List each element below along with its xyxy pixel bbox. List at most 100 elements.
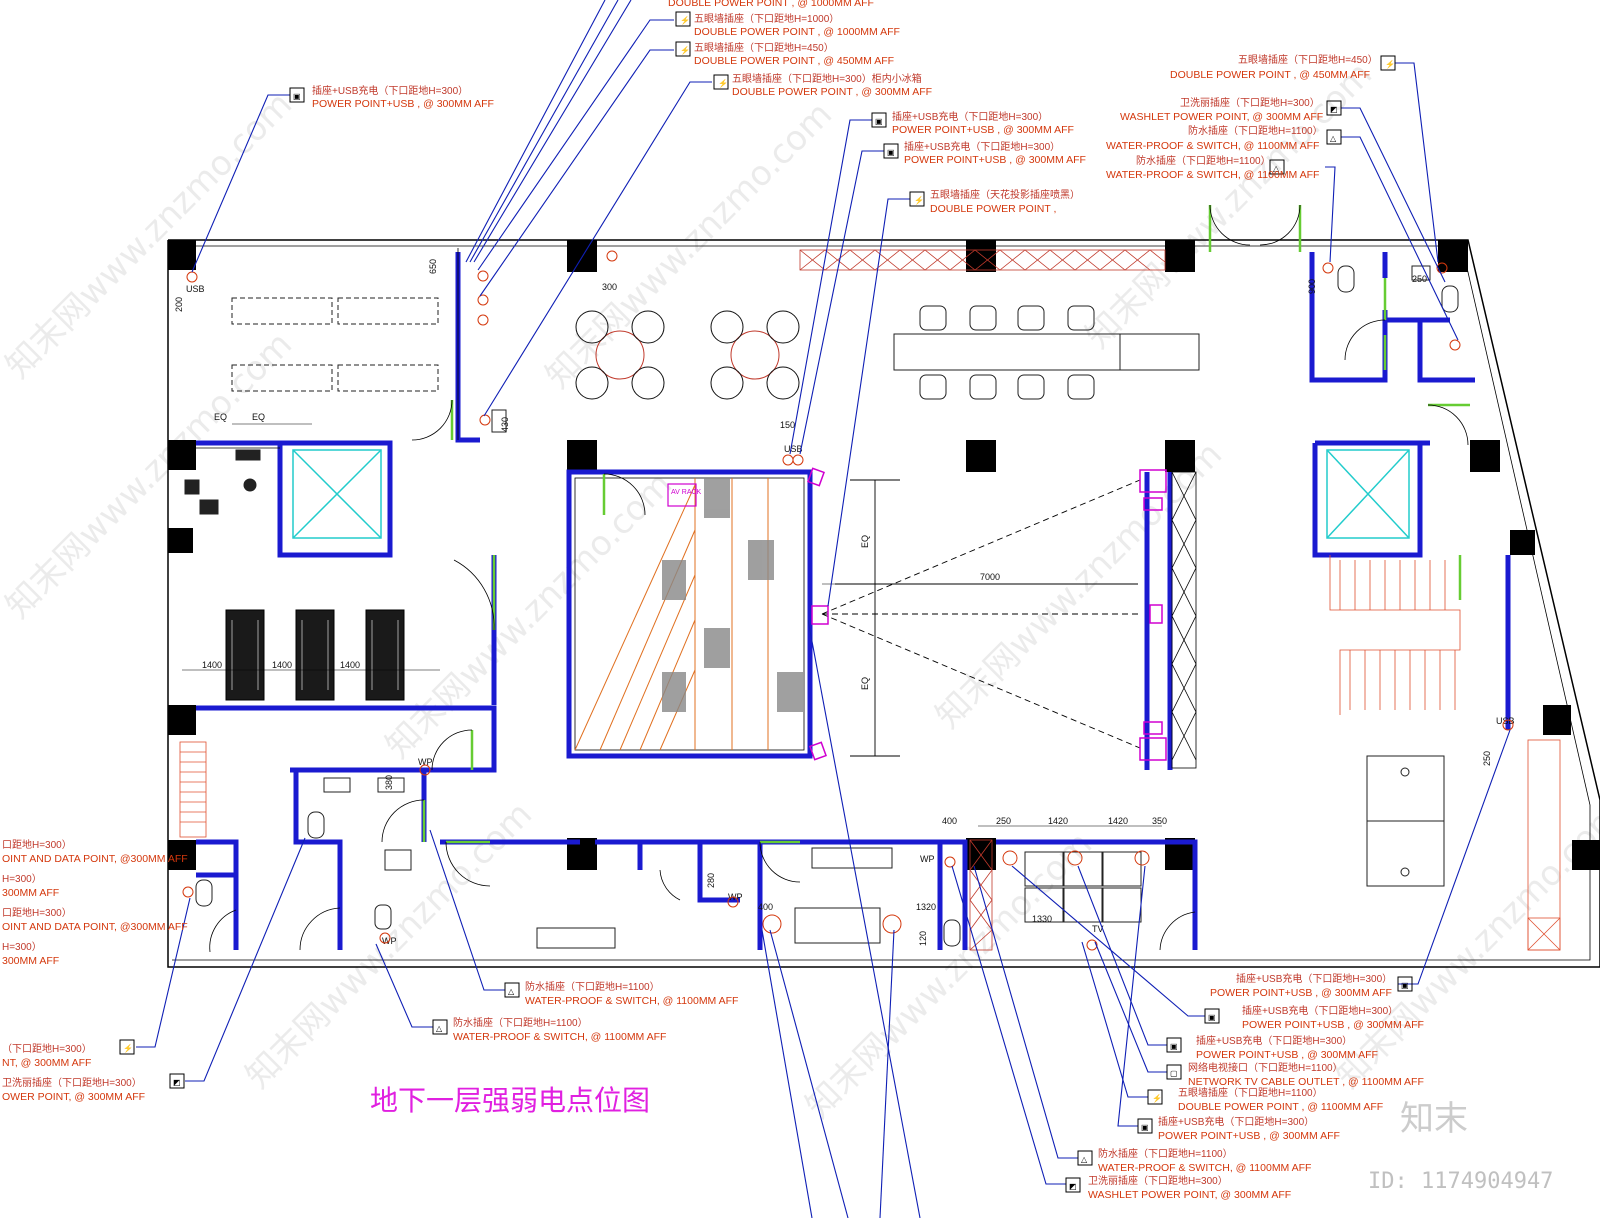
callout-cn: 防水插座（下口距地H=1100） bbox=[453, 1016, 588, 1029]
av-rack-tag: AV RACK bbox=[671, 489, 702, 496]
dim-label: EQ bbox=[860, 677, 870, 690]
callout-en: POWER POINT+USB , @ 300MM AFF bbox=[1196, 1049, 1378, 1061]
callout-cn: 五眼墙插座（下口距地H=450） bbox=[694, 41, 834, 54]
dim-label: 1320 bbox=[916, 902, 936, 912]
watermark-text: 知末网www.znzmo.com bbox=[378, 464, 680, 766]
callout-en: POWER POINT+USB , @ 300MM AFF bbox=[904, 154, 1086, 166]
dim-label: 1420 bbox=[1108, 816, 1128, 826]
callout-cn: 防水插座（下口距地H=1100） bbox=[525, 980, 660, 993]
tv-tag: TV bbox=[1092, 924, 1104, 934]
waterproof-socket-icon: △ bbox=[1273, 164, 1280, 173]
callout-left-cutoff: 口距地H=300） OINT AND DATA POINT, @300MM AF… bbox=[2, 0, 874, 1103]
brand-stamp: 知末 ID: 1174904947 bbox=[1368, 1099, 1553, 1194]
socket-icon: ⚡ bbox=[914, 195, 924, 205]
doors bbox=[209, 204, 1470, 953]
callout-cn: 五眼墙插座（下口距地H=450） bbox=[1238, 53, 1378, 66]
callout-en: OINT AND DATA POINT, @300MM AFF bbox=[2, 921, 188, 933]
leader-lines bbox=[136, 0, 1511, 1219]
callout-en: DOUBLE POWER POINT , @ 1000MM AFF bbox=[694, 26, 900, 38]
callout-en: POWER POINT+USB , @ 300MM AFF bbox=[1210, 987, 1392, 999]
callout-cn: （下口距地H=300） bbox=[2, 1042, 92, 1055]
top-wall-cabinets bbox=[799, 249, 1166, 951]
callout-en: DOUBLE POWER POINT , @ 300MM AFF bbox=[732, 86, 932, 98]
callout-cn: 插座+USB充电（下口距地H=300） bbox=[904, 140, 1060, 153]
dim-label: 1400 bbox=[202, 660, 222, 670]
callout-en: WASHLET POWER POINT, @ 300MM AFF bbox=[1120, 111, 1323, 123]
callout-washlet-300-br: ◩ 卫洗丽插座（下口距地H=300） WASHLET POWER POINT, … bbox=[1065, 1174, 1291, 1201]
watermark-text: 知末网www.znzmo.com bbox=[928, 434, 1230, 736]
dim-label: 1400 bbox=[272, 660, 292, 670]
projection-devices bbox=[807, 467, 1167, 761]
stairs bbox=[179, 555, 1561, 951]
usb-socket-icon: ▣ bbox=[1141, 1123, 1149, 1132]
callout-usb-300-b: ▣ 插座+USB充电（下口距地H=300） POWER POINT+USB , … bbox=[871, 110, 1074, 136]
dim-label: 7000 bbox=[980, 572, 1000, 582]
callout-usb-300-a: ▣ 插座+USB充电（下口距地H=300） POWER POINT+USB , … bbox=[289, 84, 494, 110]
callout-waterproof-1100-right-a: △ 防水插座（下口距地H=1100） WATER-PROOF & SWITCH,… bbox=[1106, 124, 1342, 152]
washlet-socket-icon: ◩ bbox=[1069, 1182, 1077, 1191]
callout-usb-300-br-b: ▣ 插座+USB充电（下口距地H=300） POWER POINT+USB , … bbox=[1204, 1004, 1424, 1031]
socket-icon: ⚡ bbox=[123, 1043, 133, 1053]
usb-tag: USB bbox=[186, 284, 205, 294]
tv-outlet-icon: ▢ bbox=[1170, 1069, 1178, 1078]
callout-en: POWER POINT+USB , @ 300MM AFF bbox=[312, 98, 494, 110]
callout-cn: 网络电视接口（下口距地H=1100） bbox=[1188, 1061, 1343, 1074]
dim-label: 400 bbox=[758, 902, 773, 912]
callout-usb-300-br-c: ▣ 插座+USB充电（下口距地H=300） POWER POINT+USB , … bbox=[1166, 1034, 1378, 1061]
socket-icon: ⚡ bbox=[1385, 59, 1395, 69]
callout-en: POWER POINT+USB , @ 300MM AFF bbox=[1242, 1019, 1424, 1031]
dim-label: 900 bbox=[1307, 279, 1317, 294]
socket-icon: ⚡ bbox=[680, 45, 690, 55]
callout-cn: 插座+USB充电（下口距地H=300） bbox=[1242, 1004, 1398, 1017]
drawing-title: 地下一层强弱电点位图 bbox=[370, 1084, 650, 1117]
callout-en: WATER-PROOF & SWITCH, @ 1100MM AFF bbox=[1106, 140, 1319, 152]
usb-socket-icon: ▣ bbox=[875, 117, 883, 126]
dim-label: 380 bbox=[384, 775, 394, 790]
callout-en: 300MM AFF bbox=[2, 887, 59, 899]
watermark-text: 知末网www.znzmo.com bbox=[798, 824, 1100, 1126]
brand-logo: 知末 bbox=[1400, 1099, 1468, 1139]
usb-socket-icon: ▣ bbox=[1208, 1013, 1216, 1022]
callout-waterproof-1100-br: △ 防水插座（下口距地H=1100） WATER-PROOF & SWITCH,… bbox=[1077, 1147, 1311, 1174]
washlet-socket-icon: ◩ bbox=[173, 1078, 181, 1087]
callout-en: POWER POINT+USB , @ 300MM AFF bbox=[1158, 1130, 1340, 1142]
waterproof-socket-icon: △ bbox=[436, 1024, 443, 1033]
dim-label: 350 bbox=[1152, 816, 1167, 826]
callout-cn: 插座+USB充电（下口距地H=300） bbox=[1158, 1115, 1314, 1128]
callout-en: NETWORK TV CABLE OUTLET , @ 1100MM AFF bbox=[1188, 1076, 1424, 1088]
watermark-layer: 知末网www.znzmo.com 知末网www.znzmo.com 知末网www… bbox=[0, 54, 1600, 1126]
dim-label: 250 bbox=[1482, 751, 1492, 766]
dim-label: 150 bbox=[780, 420, 795, 430]
brand-id: ID: 1174904947 bbox=[1368, 1169, 1553, 1194]
callout-en: OINT AND DATA POINT, @300MM AFF bbox=[2, 853, 188, 865]
callout-cn: 五眼墙插座（天花投影插座喷黑） bbox=[930, 188, 1080, 201]
callout-en: WATER-PROOF & SWITCH, @ 1100MM AFF bbox=[1098, 1162, 1311, 1174]
callout-cn: 卫洗丽插座（下口距地H=300） bbox=[2, 1076, 142, 1089]
callout-en: DOUBLE POWER POINT , @ 1100MM AFF bbox=[1178, 1101, 1383, 1113]
callout-cn: 插座+USB充电（下口距地H=300） bbox=[312, 84, 468, 97]
usb-socket-icon: ▣ bbox=[293, 92, 301, 101]
socket-icon: ⚡ bbox=[680, 15, 690, 25]
callout-double-power-300-fridge: ⚡ 五眼墙插座（下口距地H=300）柜内小冰箱 DOUBLE POWER POI… bbox=[713, 72, 932, 98]
dim-label: 1400 bbox=[340, 660, 360, 670]
callout-en: WASHLET POWER POINT, @ 300MM AFF bbox=[1088, 1189, 1291, 1201]
callout-en: DOUBLE POWER POINT , @ 450MM AFF bbox=[1170, 69, 1370, 81]
callout-en: DOUBLE POWER POINT , bbox=[930, 203, 1056, 215]
dim-label: 400 bbox=[942, 816, 957, 826]
waterproof-socket-icon: △ bbox=[1081, 1155, 1088, 1164]
callout-en: POWER POINT+USB , @ 300MM AFF bbox=[892, 124, 1074, 136]
callout-en: DOUBLE POWER POINT , @ 450MM AFF bbox=[694, 55, 894, 67]
washlet-socket-icon: ◩ bbox=[1330, 105, 1338, 114]
callout-cn: 五眼墙插座（下口距地H=1100） bbox=[1178, 1086, 1323, 1099]
callout-cn: 口距地H=300） bbox=[2, 906, 72, 919]
callout-cn: 插座+USB充电（下口距地H=300） bbox=[1236, 972, 1392, 985]
callout-en: 300MM AFF bbox=[2, 955, 59, 967]
waterproof-socket-icon: △ bbox=[508, 987, 515, 996]
callout-waterproof-1100-bottom-a: △ 防水插座（下口距地H=1100） WATER-PROOF & SWITCH,… bbox=[504, 980, 738, 1007]
projection-lines bbox=[821, 479, 1141, 757]
callout-cn: 五眼墙插座（下口距地H=300）柜内小冰箱 bbox=[732, 72, 922, 85]
callout-en: WATER-PROOF & SWITCH, @ 1100MM AFF bbox=[525, 995, 738, 1007]
dim-label: 280 bbox=[706, 873, 716, 888]
